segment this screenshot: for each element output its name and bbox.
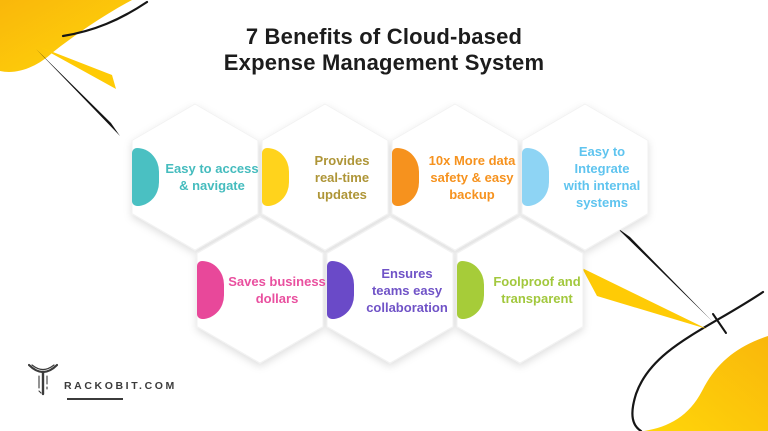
bottom-right-black-dash (712, 313, 727, 334)
benefit-accent (522, 148, 549, 206)
hexagon-6 (326, 216, 454, 364)
hexagon-5 (196, 216, 324, 364)
hexagon-7 (456, 216, 584, 364)
bottom-right-black-spike (616, 227, 713, 322)
benefit-accent (132, 148, 159, 206)
page-title: 7 Benefits of Cloud-based Expense Manage… (223, 24, 545, 75)
benefit-accent (457, 261, 484, 319)
benefit-label: Saves business dollars (228, 274, 326, 306)
benefit-label: Provides real-time updates (314, 152, 370, 202)
trackobit-t-mark-icon (28, 363, 58, 396)
hexagon-2 (261, 103, 389, 251)
logo-wordmark: RACKOBIT.COM (64, 380, 177, 392)
benefit-label: Ensures teams easy collaboration (366, 265, 448, 315)
bottom-right-yellow-blob (644, 336, 768, 431)
bottom-right-black-curve (631, 290, 765, 431)
benefit-accent (392, 148, 419, 206)
benefit-label: Easy to Integrate with internal systems (563, 144, 641, 210)
trackobit-logo: RACKOBIT.COM (28, 360, 178, 405)
hexagon-3 (391, 103, 519, 251)
benefit-accent (327, 261, 354, 319)
benefit-accent (197, 261, 224, 319)
top-left-black-spike (36, 49, 120, 136)
top-left-yellow-spike (40, 47, 116, 89)
benefit-label: 10x More data safety & easy backup (428, 152, 516, 202)
logo-underline (67, 398, 123, 400)
benefit-accent (262, 148, 289, 206)
bottom-right-yellow-spike (582, 268, 707, 329)
hexagon-4 (521, 103, 649, 251)
benefit-label: Foolproof and transparent (493, 274, 581, 306)
top-left-black-curve (61, 0, 149, 38)
hexagon-1 (131, 103, 259, 251)
benefit-label: Easy to access & navigate (165, 161, 259, 193)
